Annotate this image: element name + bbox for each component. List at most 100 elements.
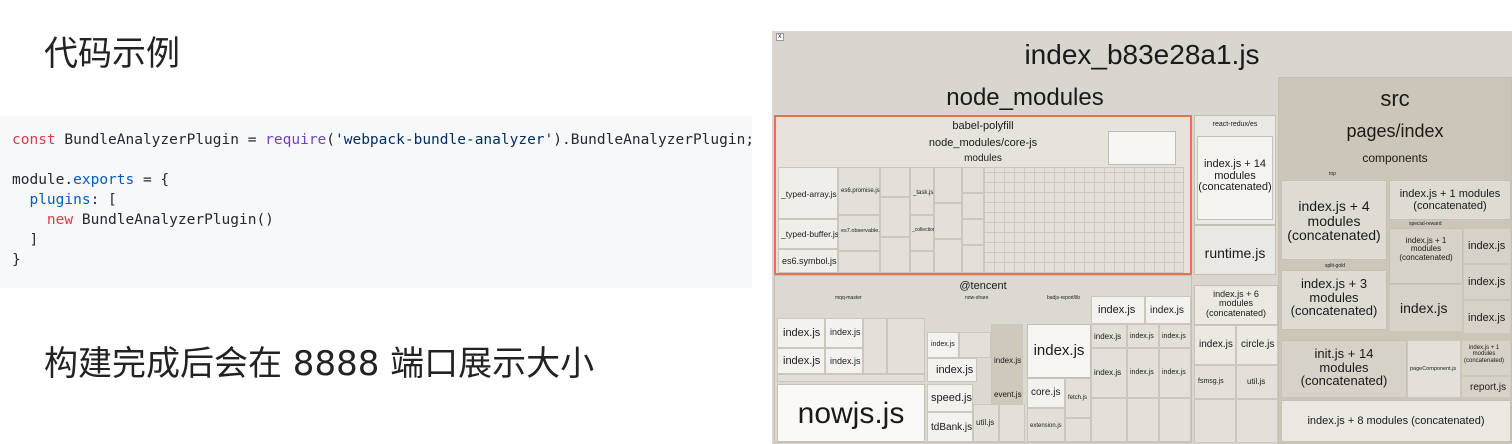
module-block[interactable]: core.js <box>1027 378 1065 408</box>
module-block[interactable]: util.js <box>1236 365 1278 399</box>
tencent-block[interactable]: @tencent mqq-master now-share badjs-repo… <box>774 275 1192 443</box>
react-redux-concat-label: index.js + 14 modules (concatenated) <box>1198 158 1272 194</box>
module-block[interactable]: _task.js <box>910 167 934 215</box>
bottom-concat-block[interactable]: index.js + 8 modules (concatenated) <box>1281 400 1511 442</box>
module-block[interactable] <box>910 251 934 273</box>
es7-observable-label: es7.observable.js <box>841 228 884 234</box>
top-label: top <box>1329 171 1336 177</box>
module-block[interactable]: util.js <box>973 404 999 442</box>
babel-polyfill-block[interactable]: babel-polyfill node_modules/core-js modu… <box>774 115 1192 275</box>
module-block[interactable] <box>1091 398 1127 442</box>
module-block[interactable] <box>1127 398 1159 442</box>
module-block[interactable] <box>1236 399 1278 443</box>
module-block[interactable] <box>962 219 984 245</box>
core-js-label: core.js <box>1031 387 1061 398</box>
concat4-block[interactable]: index.js + 4 modules (concatenated) <box>1281 180 1387 260</box>
index-big-block[interactable]: index.js <box>1027 324 1091 378</box>
concat4-label: index.js + 4 modules (concatenated) <box>1287 198 1381 244</box>
module-block[interactable] <box>1194 399 1236 443</box>
code-token: BundleAnalyzerPlugin = <box>55 132 266 148</box>
module-block[interactable]: index.js <box>777 318 825 348</box>
module-block[interactable]: fetch.js <box>1065 378 1091 418</box>
module-block[interactable] <box>962 167 984 193</box>
module-block[interactable] <box>880 167 910 197</box>
module-block[interactable] <box>880 237 910 273</box>
module-block[interactable] <box>962 193 984 219</box>
module-block[interactable] <box>984 167 1184 273</box>
index-js-label: index.js <box>1162 333 1186 340</box>
module-block[interactable]: index.js <box>1127 324 1159 348</box>
module-block[interactable]: index.js <box>825 318 863 348</box>
module-block[interactable] <box>962 245 984 273</box>
nowjs-block[interactable]: nowjs.js <box>777 384 925 442</box>
index-js-label: index.js <box>783 327 821 339</box>
module-block[interactable]: index.js <box>1463 264 1511 300</box>
module-block[interactable]: pageComponent.js <box>1407 340 1461 398</box>
module-block[interactable]: index.js <box>927 358 977 382</box>
module-block[interactable]: index.js <box>1463 228 1511 264</box>
module-block[interactable]: index.js + 1 modules (concatenated) <box>1461 340 1511 376</box>
module-block[interactable]: index.js <box>1091 348 1127 398</box>
module-block[interactable]: es6.promise.js <box>838 167 880 215</box>
module-block[interactable]: index.js <box>1463 300 1511 334</box>
concat1-block[interactable]: index.js + 1 modules (concatenated) <box>1389 180 1511 220</box>
module-block[interactable]: es7.observable.js <box>838 215 884 251</box>
module-block[interactable]: index.js <box>1145 296 1191 324</box>
module-block[interactable]: _typed-array.js <box>778 167 838 219</box>
module-block[interactable]: index.js <box>1194 325 1236 365</box>
module-block[interactable]: index.js <box>1159 324 1191 348</box>
module-block[interactable]: fsmsg.js <box>1194 365 1236 399</box>
module-block[interactable] <box>838 251 880 273</box>
concat6-block[interactable]: index.js + 6 modules (concatenated) <box>1194 285 1278 325</box>
speed-js-label: speed.js <box>931 392 972 404</box>
module-block[interactable] <box>934 203 962 239</box>
module-block[interactable] <box>934 167 962 203</box>
module-block[interactable]: report.js <box>1461 376 1511 398</box>
module-block[interactable] <box>880 197 910 237</box>
small-concat-block[interactable]: index.js + 1 modules (concatenated) <box>1389 228 1463 284</box>
module-block[interactable]: speed.js <box>927 384 973 412</box>
module-block[interactable]: index.js <box>777 348 825 374</box>
small-concat-label: index.js + 1 modules (concatenated) <box>1464 345 1505 364</box>
module-block[interactable]: index.js <box>1389 284 1463 332</box>
code-token: module <box>12 172 65 188</box>
code-string: 'webpack-bundle-analyzer' <box>335 132 554 148</box>
module-block[interactable] <box>1159 398 1191 442</box>
module-block[interactable]: _typed-buffer.js <box>778 219 839 249</box>
module-block[interactable]: index.js <box>1159 348 1191 398</box>
modules-label: modules <box>964 153 1002 164</box>
module-block[interactable] <box>959 332 991 358</box>
module-block[interactable] <box>863 318 887 374</box>
slide-title: 代码示例 <box>44 34 180 74</box>
index-js-label: index.js <box>994 356 1022 365</box>
module-block[interactable]: index.js <box>1091 324 1127 348</box>
init-concat-label: init.js + 14 modules (concatenated) <box>1300 346 1388 389</box>
init-concat-block[interactable]: init.js + 14 modules (concatenated) <box>1281 340 1407 398</box>
module-block[interactable] <box>777 374 925 382</box>
close-button[interactable]: x <box>776 33 784 41</box>
module-block[interactable] <box>934 239 962 273</box>
react-redux-block[interactable]: react-redux/es index.js + 14 modules (co… <box>1194 115 1276 225</box>
runtime-block[interactable]: runtime.js <box>1194 225 1276 275</box>
core-js-label: node_modules/core-js <box>928 137 1038 149</box>
module-block[interactable]: index.js <box>927 332 959 358</box>
module-block[interactable] <box>887 318 925 374</box>
module-block[interactable]: index.js <box>825 348 863 374</box>
module-block[interactable]: circle.js <box>1236 325 1278 365</box>
concat3-block[interactable]: index.js + 3 modules (concatenated) <box>1281 270 1387 330</box>
module-block[interactable] <box>1065 418 1091 442</box>
src-block[interactable]: src pages/index components top index.js … <box>1278 77 1512 444</box>
module-block[interactable]: extension.js <box>1027 408 1065 442</box>
node-modules-label[interactable]: node_modules <box>946 84 1104 111</box>
module-block[interactable]: es6.symbol.js <box>778 249 838 273</box>
module-block[interactable]: _collection.js <box>910 215 941 251</box>
react-redux-concat[interactable]: index.js + 14 modules (concatenated) <box>1197 136 1273 220</box>
module-block[interactable]: tdBank.js <box>927 412 973 442</box>
module-block[interactable]: index.js <box>1091 296 1145 324</box>
module-block[interactable] <box>999 404 1025 442</box>
index-js-label: index.js <box>1130 369 1154 376</box>
code-line-1: const BundleAnalyzerPlugin = require('we… <box>12 132 754 148</box>
module-block[interactable]: event.js <box>991 386 1023 404</box>
module-block[interactable]: index.js <box>1127 348 1159 398</box>
code-line-4: plugins: [ <box>12 192 116 208</box>
